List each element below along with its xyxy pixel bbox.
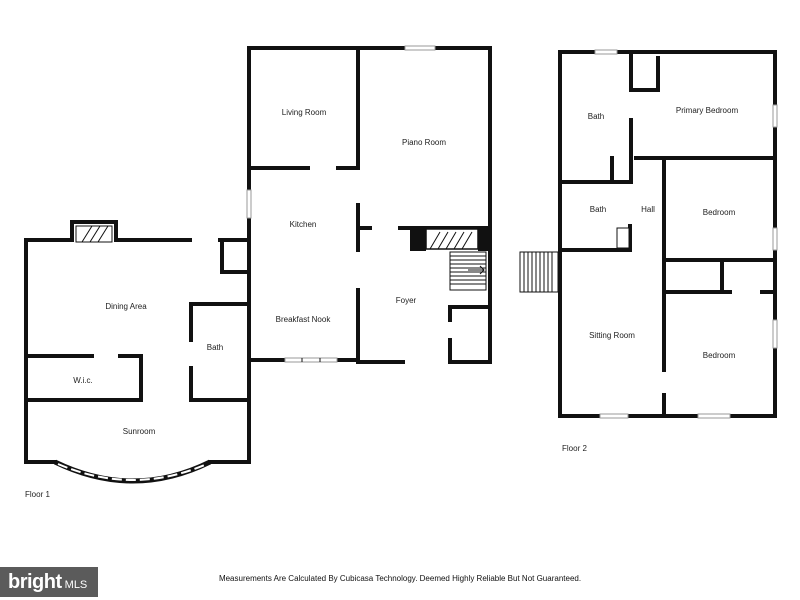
floor-2-plan [519,49,778,419]
floor-2-label: Floor 2 [562,444,587,453]
room-label-primary-bedroom: Primary Bedroom [676,106,739,115]
logo-brand: bright [8,570,62,593]
room-label-wic: W.i.c. [73,376,93,385]
room-label-bath-upper: Bath [588,112,604,121]
room-label-piano-room: Piano Room [402,138,446,147]
room-label-dining-area: Dining Area [105,302,147,311]
room-label-breakfast-nook: Breakfast Nook [276,315,332,324]
room-label-bath-middle: Bath [590,205,606,214]
room-label-kitchen: Kitchen [290,220,317,229]
bright-mls-logo: bright MLS [0,567,98,597]
room-label-foyer: Foyer [396,296,417,305]
room-label-sunroom: Sunroom [123,427,156,436]
room-label-hall: Hall [641,205,655,214]
disclaimer-text: Measurements Are Calculated By Cubicasa … [218,574,582,583]
floor-1-label: Floor 1 [25,490,50,499]
room-label-living-room: Living Room [282,108,327,117]
room-label-bath: Bath [207,343,223,352]
room-label-bedroom-upper: Bedroom [703,208,736,217]
logo-suffix: MLS [64,578,88,591]
room-label-bedroom-lower: Bedroom [703,351,736,360]
floor-1-plan [24,45,492,484]
room-label-sitting-room: Sitting Room [589,331,635,340]
